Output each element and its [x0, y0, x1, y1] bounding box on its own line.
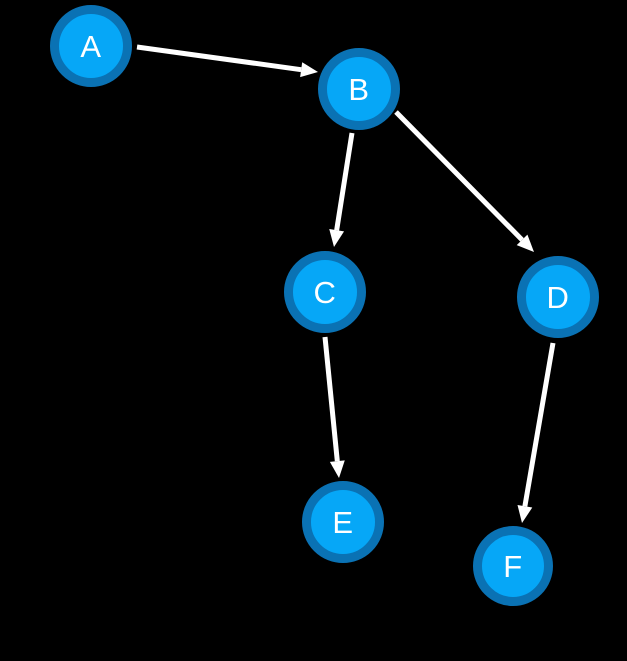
- node-label-d: D: [546, 279, 570, 315]
- graph-node-e[interactable]: E: [302, 481, 384, 563]
- graph-node-a[interactable]: A: [50, 5, 132, 87]
- edge-line: [322, 336, 340, 462]
- node-label-b: B: [348, 71, 370, 107]
- edge-line: [522, 342, 556, 507]
- edge-arrowhead-icon: [517, 504, 533, 523]
- node-label-c: C: [313, 274, 337, 310]
- edge-arrowhead-icon: [329, 229, 345, 247]
- graph-node-f[interactable]: F: [473, 526, 553, 606]
- edge-line: [334, 132, 355, 231]
- graph-edge[interactable]: [136, 44, 318, 78]
- node-label-e: E: [332, 504, 354, 540]
- graph-edge[interactable]: [329, 132, 355, 247]
- graph-node-d[interactable]: D: [517, 256, 599, 338]
- graph-edge[interactable]: [517, 342, 556, 523]
- graph-node-b[interactable]: B: [318, 48, 400, 130]
- node-label-a: A: [80, 28, 102, 64]
- graph-node-c[interactable]: C: [284, 251, 366, 333]
- edge-arrowhead-icon: [516, 234, 534, 252]
- graph-edge[interactable]: [322, 336, 345, 478]
- edge-line: [136, 44, 302, 73]
- graph-edge[interactable]: [394, 110, 534, 252]
- edge-arrowhead-icon: [329, 460, 345, 478]
- edge-arrowhead-icon: [300, 62, 318, 78]
- node-label-f: F: [503, 548, 523, 584]
- edge-line: [394, 110, 524, 242]
